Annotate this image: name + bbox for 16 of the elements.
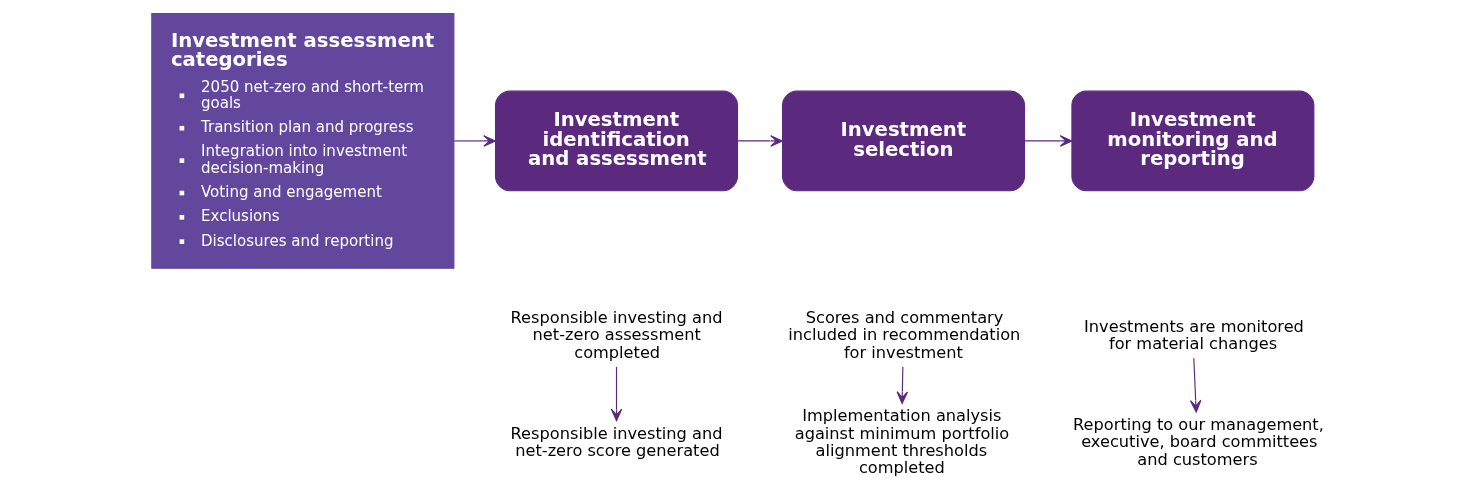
arrow [1189,357,1202,413]
node-text: Responsible investing and net-zero score generated [510,423,723,460]
arrow [1024,134,1073,147]
arrow [737,134,783,147]
node-text: Implementation analysis against minimum portfolio alignment thresholds completed [794,405,1010,477]
node-text: Investments are monitored for material changes [1084,316,1304,353]
node-box: Investment selection [782,90,1026,191]
node-text: Responsible investing and net-zero assessment completed [510,307,723,362]
node-box: Investment assessment categories 2050 net-zero and short-term goals Transition plan and progress Integration into investment decision-making Voting and engagement Exclusions Disclosures and reporting [151,12,455,269]
arrow [610,365,623,421]
arrow [453,134,496,147]
node-text: Reporting to our management, executive, board committees and customers [1073,414,1324,469]
node-text: Scores and commentary included in recommendation for investment [788,307,1021,362]
arrow [896,365,909,404]
node-box: Investment monitoring and reporting [1071,90,1315,191]
node-box: Investment identification and assessment [495,90,739,191]
